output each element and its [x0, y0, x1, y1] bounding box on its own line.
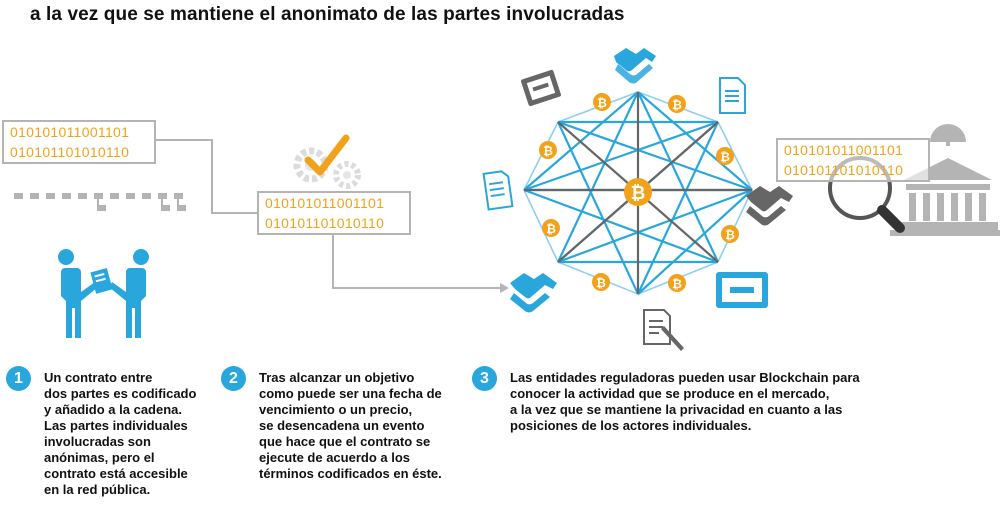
certificate-icon — [716, 272, 768, 308]
svg-text:₿: ₿ — [546, 222, 556, 236]
svg-text:₿: ₿ — [597, 96, 607, 110]
page-title: a la vez que se mantiene el anonimato de… — [30, 4, 625, 25]
svg-text:₿: ₿ — [725, 228, 735, 242]
bitcoin-icon: ₿ — [668, 95, 686, 113]
people-exchange-icon — [55, 249, 152, 338]
code-line: 010101101010110 — [265, 215, 385, 231]
bitcoin-icon: ₿ — [542, 219, 560, 237]
gears-check-icon — [293, 134, 361, 189]
svg-text:₿: ₿ — [543, 144, 553, 158]
handshake-icon — [510, 273, 557, 313]
code-line: 010101011001101 — [784, 142, 904, 158]
step-description: Las entidades reguladoras pueden usar Bl… — [510, 370, 860, 433]
bitcoin-icon: ₿ — [593, 93, 611, 111]
code-block-right: 010101011001101 010101101010110 — [776, 138, 930, 182]
chain-icon — [14, 193, 186, 211]
step-description: Un contrato entre dos partes es codifica… — [44, 370, 197, 497]
code-block-middle: 010101011001101 010101101010110 — [257, 191, 411, 235]
handshake-icon — [746, 186, 793, 226]
bitcoin-icon: ₿ — [624, 178, 652, 206]
code-block-left: 010101011001101 010101101010110 — [2, 120, 156, 164]
svg-text:₿: ₿ — [672, 277, 682, 291]
step-number: 1 — [6, 366, 31, 391]
bitcoin-icon: ₿ — [539, 141, 557, 159]
bitcoin-icon: ₿ — [716, 147, 734, 165]
bitcoin-icon: ₿ — [721, 225, 739, 243]
certificate-icon — [521, 69, 561, 107]
step-description: Tras alcanzar un objetivo como puede ser… — [259, 370, 442, 481]
svg-text:₿: ₿ — [672, 98, 682, 112]
code-line: 010101101010110 — [10, 144, 130, 160]
handshake-icon — [614, 48, 656, 84]
code-line: 010101011001101 — [10, 124, 130, 140]
bitcoin-icon: ₿ — [668, 274, 686, 292]
bitcoin-icon: ₿ — [592, 273, 610, 291]
step-number: 2 — [221, 366, 246, 391]
svg-text:₿: ₿ — [596, 276, 606, 290]
step-number: 3 — [472, 366, 497, 391]
code-line: 010101011001101 — [265, 195, 385, 211]
contract-sign-icon — [643, 309, 684, 351]
document-icon — [719, 77, 746, 114]
document-icon — [482, 170, 514, 211]
bitcoin-icons: ₿ ₿ ₿ ₿ ₿ ₿ ₿ ₿ ₿ — [539, 93, 739, 292]
connector-lines — [152, 139, 509, 293]
svg-text:₿: ₿ — [631, 183, 646, 203]
code-line: 010101101010110 — [784, 162, 904, 178]
svg-text:₿: ₿ — [720, 150, 730, 164]
